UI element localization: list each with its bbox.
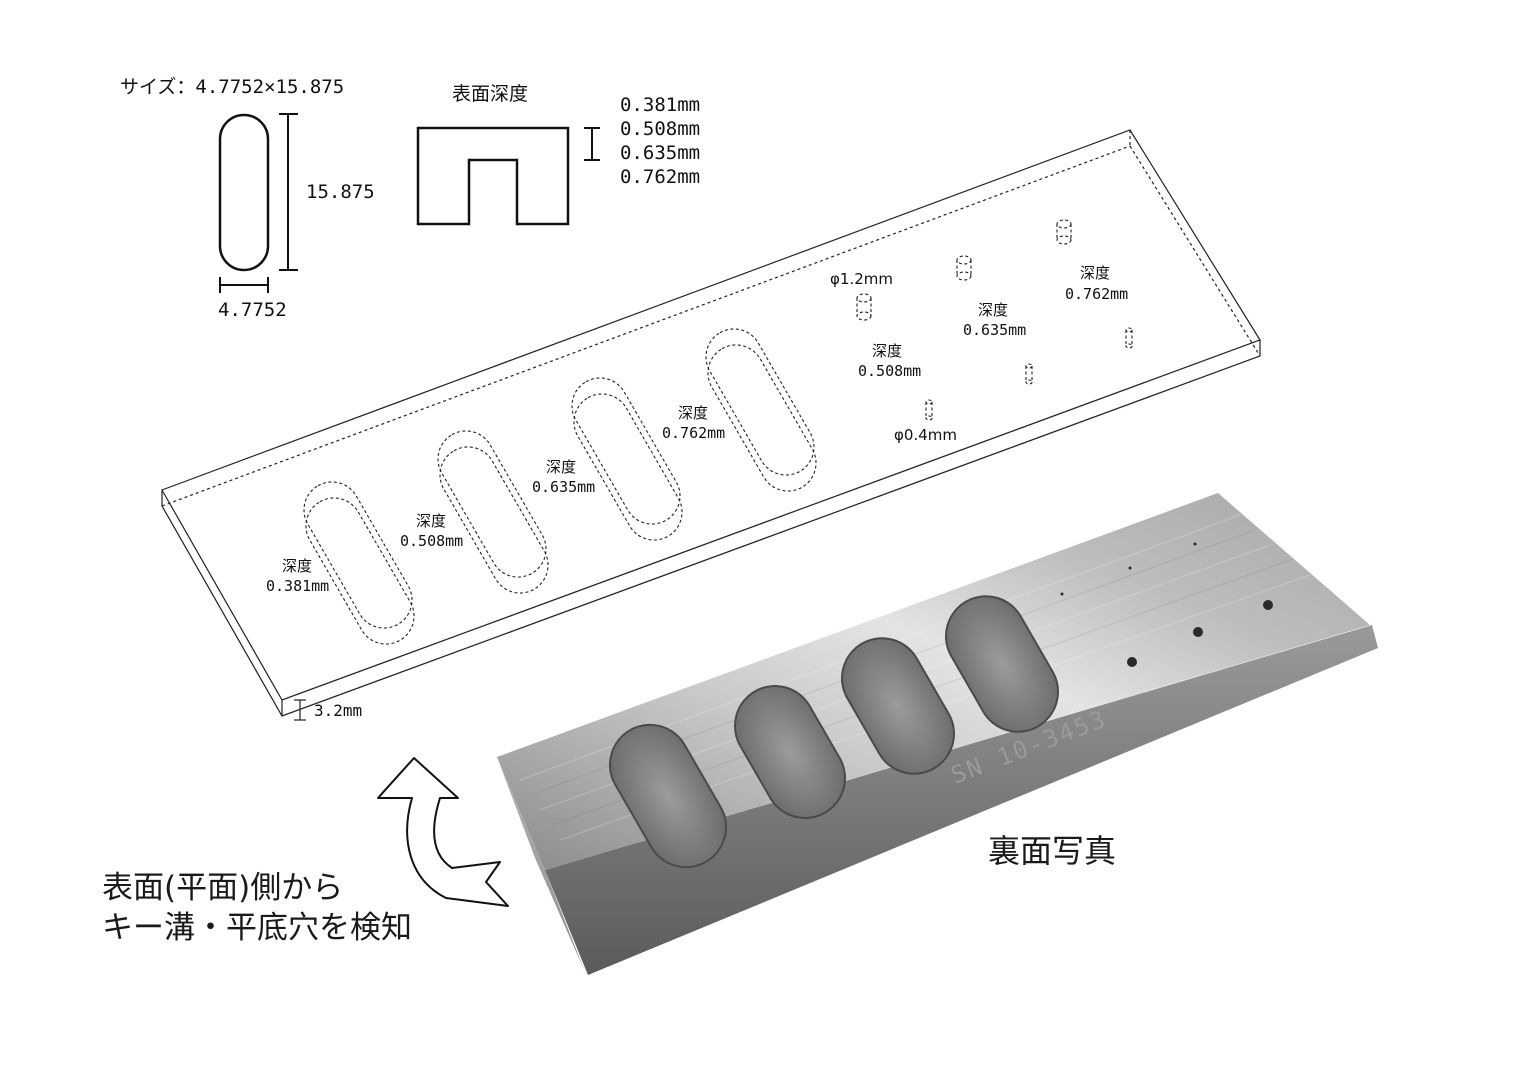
slot-depth-value: 0.762mm	[662, 424, 725, 442]
size-label: サイズ：4.7752×15.875	[120, 76, 344, 98]
depth-word: 深度	[978, 301, 1008, 319]
photo-hole	[1263, 600, 1273, 610]
slot-hidden-3	[571, 377, 683, 541]
slot-depth-value: 0.381mm	[266, 577, 329, 595]
depth-word: 深度	[1080, 264, 1110, 282]
depth-value: 0.635mm	[620, 142, 700, 164]
slot-depth-labels: 深度 0.381mm 深度 0.508mm 深度 0.635mm 深度 0.76…	[266, 404, 725, 595]
depth-value: 0.381mm	[620, 94, 700, 116]
hole-labels: φ1.2mm φ0.4mm 深度 0.508mm 深度 0.635mm 深度 0…	[830, 264, 1128, 444]
slot-depth-value: 0.508mm	[400, 532, 463, 550]
slot-hidden-1	[303, 481, 415, 645]
hole-depth-value: 0.508mm	[858, 362, 921, 380]
photo-hole	[1060, 592, 1064, 596]
hole-diameter-small: φ0.4mm	[894, 426, 957, 444]
hole-small-2	[1025, 363, 1033, 385]
photo-pocket	[609, 723, 727, 869]
width-label: 4.7752	[218, 299, 287, 321]
plate-photo: SN 10-3453	[497, 493, 1378, 975]
hole-small-3	[1125, 327, 1133, 349]
depth-word: 深度	[416, 512, 446, 530]
slot-depth-value: 0.635mm	[532, 478, 595, 496]
slot-outline	[218, 113, 270, 272]
photo-hole	[1193, 627, 1203, 637]
note-line-1: 表面(平面)側から	[102, 870, 343, 906]
depth-word: 深度	[546, 458, 576, 476]
hole-large-3	[1056, 219, 1072, 245]
slot-spec: サイズ：4.7752×15.875 15.875 4.7752	[120, 76, 375, 321]
hole-depth-value: 0.635mm	[963, 321, 1026, 339]
slot-hidden-4	[705, 328, 817, 492]
slot-hidden-2	[437, 430, 549, 594]
length-label: 15.875	[306, 181, 375, 203]
photo-pocket	[945, 595, 1059, 733]
photo-pocket	[734, 685, 846, 819]
hole-depth-value: 0.762mm	[1065, 285, 1128, 303]
surface-depth-title: 表面深度	[452, 83, 528, 105]
depth-word: 深度	[282, 557, 312, 575]
note-line-2: キー溝・平底穴を検知	[102, 910, 412, 946]
hole-large-1	[856, 293, 872, 321]
wireframe-plate	[161, 129, 1261, 717]
plate-side-face	[545, 625, 1378, 975]
depth-value: 0.762mm	[620, 166, 700, 188]
depth-word: 深度	[872, 342, 902, 360]
photo-caption: 裏面写真	[988, 832, 1116, 870]
photo-hole	[1128, 566, 1132, 570]
plate-hidden-edge	[161, 145, 1131, 507]
photo-pocket	[841, 637, 955, 775]
hole-large-2	[956, 255, 972, 281]
photo-hole	[1193, 542, 1197, 546]
surface-depth-spec: 表面深度 0.381mm 0.508mm 0.635mm 0.762mm	[416, 83, 700, 226]
curved-arrow-icon	[377, 757, 509, 907]
depth-word: 深度	[678, 404, 708, 422]
photo-hole	[1127, 657, 1137, 667]
hole-small-1	[925, 399, 933, 421]
hole-diameter-large: φ1.2mm	[830, 270, 893, 288]
cross-section-outline	[416, 126, 570, 226]
thickness-label: 3.2mm	[314, 701, 362, 720]
plate-top-surface	[497, 493, 1370, 870]
thickness-dimension: 3.2mm	[294, 699, 362, 721]
depth-value: 0.508mm	[620, 118, 700, 140]
